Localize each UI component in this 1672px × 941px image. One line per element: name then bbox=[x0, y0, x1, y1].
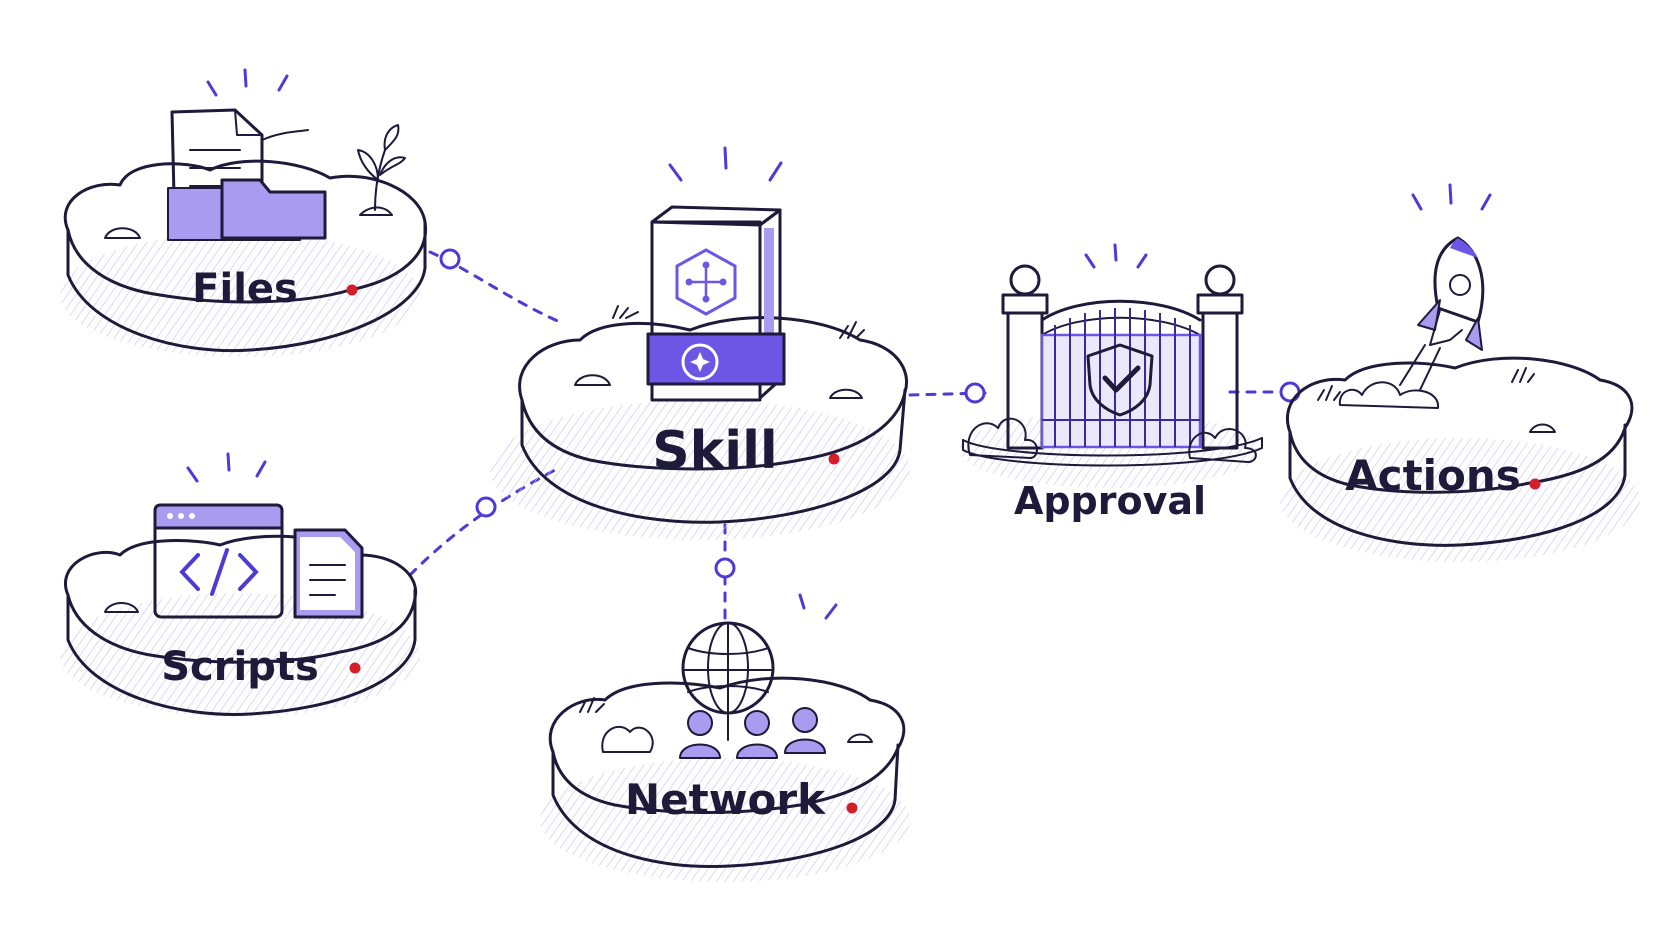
island-scripts bbox=[60, 534, 420, 717]
edge-node-approval bbox=[964, 382, 986, 404]
edge-node-files bbox=[439, 248, 461, 270]
node-label-files: Files bbox=[192, 266, 298, 312]
files-folder-icon bbox=[104, 68, 406, 241]
edge-scripts-skill bbox=[408, 468, 557, 577]
island-skill bbox=[490, 316, 910, 540]
marker-dot bbox=[349, 662, 361, 674]
globe-people-icon bbox=[579, 593, 873, 759]
island-files bbox=[60, 159, 428, 357]
marker-dot bbox=[346, 284, 358, 296]
marker-dot bbox=[828, 453, 840, 465]
island-actions bbox=[1280, 356, 1640, 562]
edge-node-network bbox=[714, 557, 736, 579]
edge-node-actions bbox=[1279, 381, 1301, 403]
island-network bbox=[540, 676, 910, 882]
edge-files-skill bbox=[428, 250, 562, 324]
red-markers bbox=[346, 284, 1541, 814]
connectors bbox=[408, 248, 1302, 627]
node-label-actions: Actions bbox=[1345, 451, 1521, 500]
rocket-icon bbox=[1317, 183, 1556, 433]
edge-node-scripts bbox=[475, 496, 497, 518]
marker-dot bbox=[846, 802, 858, 814]
labels: Files Scripts Skill Network Approval Act… bbox=[161, 266, 1521, 824]
node-label-skill: Skill bbox=[652, 421, 778, 481]
shield-gate-icon bbox=[967, 243, 1257, 463]
node-label-scripts: Scripts bbox=[161, 644, 319, 690]
skill-book-icon bbox=[574, 146, 865, 402]
code-window-icon bbox=[104, 452, 364, 619]
node-label-approval: Approval bbox=[1014, 479, 1206, 523]
node-label-network: Network bbox=[625, 775, 826, 824]
edge-skill-approval bbox=[908, 391, 987, 397]
marker-dot bbox=[1529, 478, 1541, 490]
